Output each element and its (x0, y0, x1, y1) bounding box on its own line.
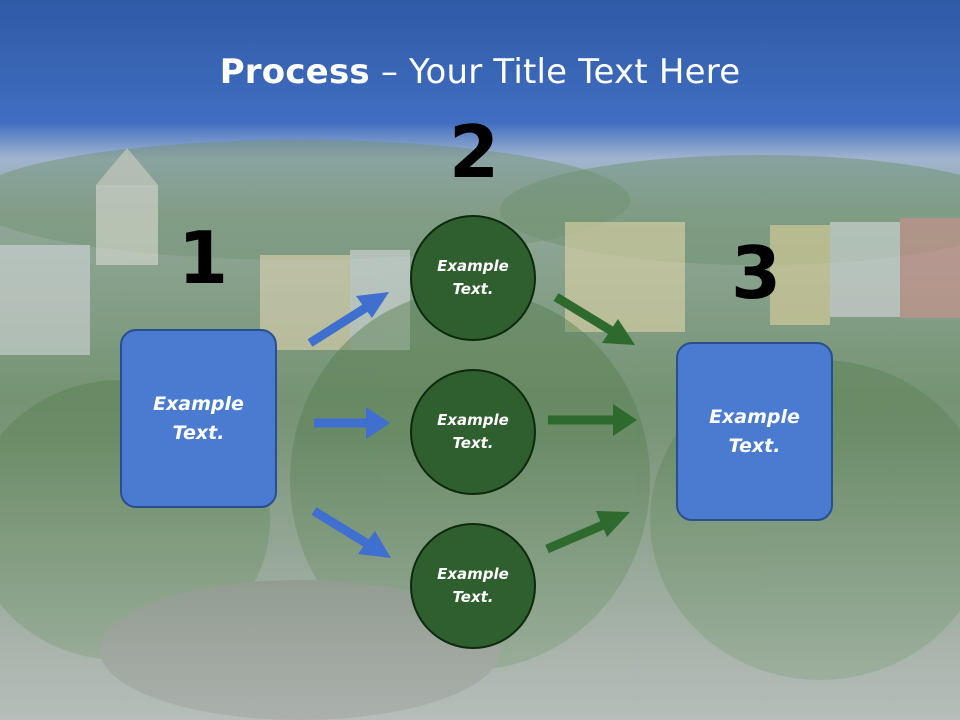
arrow-blue-down (311, 507, 391, 558)
title-bold: Process (219, 52, 370, 92)
arrow-green-up (553, 293, 635, 345)
start-box-line2: Text. (172, 421, 225, 444)
step-number-1: 1 (178, 216, 229, 300)
slide-title: Process – Your Title Text Here (0, 52, 960, 92)
circle-top-line2: Text. (452, 280, 494, 298)
end-box-line1: Example (709, 405, 800, 428)
circle-top-line1: Example (437, 257, 509, 275)
arrow-green-down (545, 511, 630, 554)
circle-middle-line2: Text. (452, 434, 494, 452)
arrow-blue-middle (314, 407, 390, 439)
start-box-line1: Example (153, 392, 244, 415)
circle-middle-line1: Example (437, 411, 509, 429)
step-number-3: 3 (731, 231, 782, 315)
circle-bottom-line2: Text. (452, 588, 494, 606)
title-rest: – Your Title Text Here (369, 52, 741, 92)
circle-bottom-line1: Example (437, 565, 509, 583)
arrow-green-middle (548, 404, 637, 436)
end-box-line2: Text. (728, 434, 781, 457)
arrow-blue-up (307, 292, 389, 347)
step-number-2: 2 (449, 110, 500, 194)
